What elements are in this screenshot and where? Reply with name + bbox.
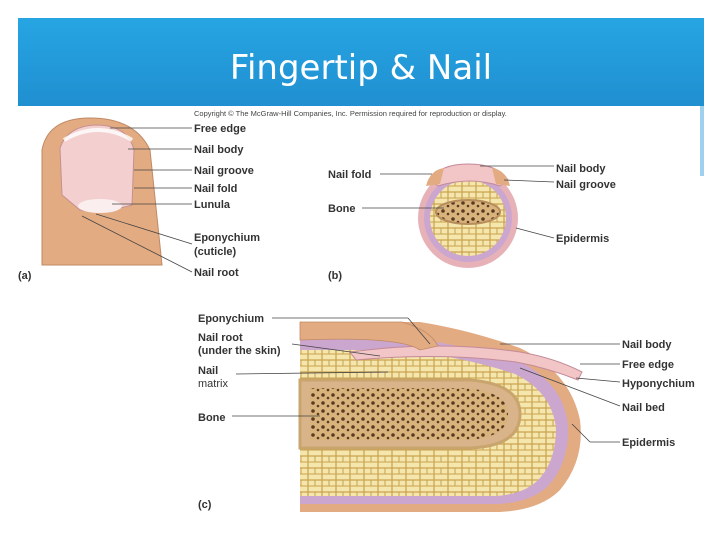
panel-a: Free edge Nail body Nail groove Nail fol… <box>18 118 260 282</box>
label-bone-b: Bone <box>328 203 356 215</box>
bone-section-b <box>436 200 500 224</box>
label-hyponychium-c: Hyponychium <box>622 378 695 390</box>
spongy-bone-c <box>310 388 508 440</box>
label-epidermis-c: Epidermis <box>622 437 675 449</box>
label-nail-bed-c: Nail bed <box>622 402 665 414</box>
label-nail-body-b: Nail body <box>556 163 606 175</box>
label-free-edge-c: Free edge <box>622 359 674 371</box>
label-lunula-a: Lunula <box>194 199 231 211</box>
label-epidermis-b: Epidermis <box>556 233 609 245</box>
label-nail-body-c: Nail body <box>622 339 672 351</box>
label-nail-root-c: Nail root <box>198 332 243 344</box>
label-nail-root-a: Nail root <box>194 267 239 279</box>
lunula-shape <box>78 199 122 213</box>
copyright-notice: Copyright © The McGraw-Hill Companies, I… <box>194 109 507 118</box>
label-nail-body-a: Nail body <box>194 144 244 156</box>
panel-c-tag: (c) <box>198 499 212 511</box>
label-matrix-c: matrix <box>198 378 228 390</box>
label-nail-c: Nail <box>198 365 218 377</box>
label-nail-fold-a: Nail fold <box>194 183 237 195</box>
label-under-skin-c: (under the skin) <box>198 345 281 357</box>
label-eponychium-a: Eponychium <box>194 232 260 244</box>
panel-b-tag: (b) <box>328 270 342 282</box>
label-nail-groove-b: Nail groove <box>556 179 616 191</box>
label-bone-c: Bone <box>198 412 226 424</box>
label-cuticle-a: (cuticle) <box>194 246 237 258</box>
panel-c: Eponychium Nail root (under the skin) Na… <box>198 313 695 512</box>
panel-a-tag: (a) <box>18 270 32 282</box>
leader-line <box>576 378 620 382</box>
leader-line <box>516 228 554 238</box>
label-eponychium-c: Eponychium <box>198 313 264 325</box>
label-nail-groove-a: Nail groove <box>194 165 254 177</box>
panel-b: Nail fold Bone Nail body Nail groove Epi… <box>328 163 616 282</box>
label-nail-fold-b: Nail fold <box>328 169 371 181</box>
label-free-edge-a: Free edge <box>194 123 246 135</box>
leader-line <box>504 180 554 182</box>
